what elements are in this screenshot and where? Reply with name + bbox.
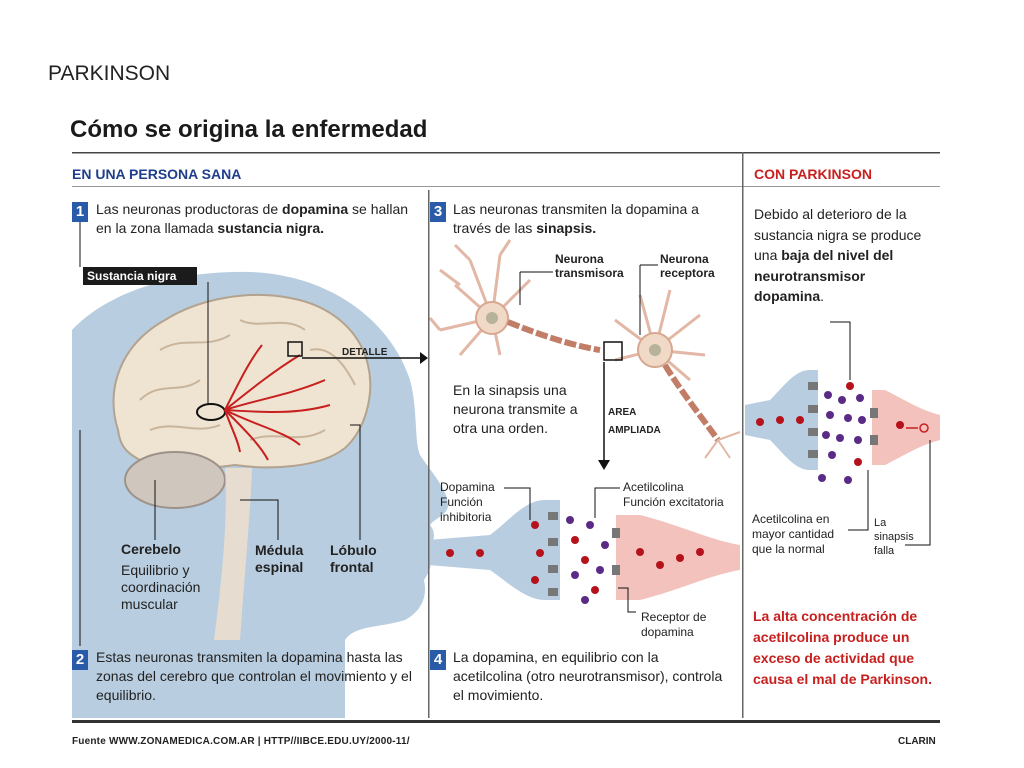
dopamine-pathways <box>224 344 331 461</box>
step-3-text: Las neuronas transmiten la dopamina a tr… <box>453 201 699 236</box>
step-4-text: La dopamina, en equilibrio con la acetil… <box>453 649 723 703</box>
slide-title: PARKINSON <box>48 62 171 85</box>
neuron-receiver <box>614 289 706 382</box>
sinapsis-note: En la sinapsis una neurona transmite a o… <box>453 382 578 436</box>
sustancia-nigra-label: Sustancia nigra <box>83 267 197 285</box>
credit-footer: CLARIN <box>898 736 936 747</box>
leader-lobulo <box>350 424 361 540</box>
synapse-square <box>603 341 623 361</box>
step-2-number: 2 <box>72 650 88 670</box>
detail-arrowhead <box>420 352 428 364</box>
cerebelo-description: Equilibrio y coordinación muscular <box>121 562 201 612</box>
cerebellum <box>124 451 226 509</box>
parkinson-dopamine-dots <box>756 382 904 466</box>
step-1-number: 1 <box>72 202 88 222</box>
detail-square <box>287 341 303 357</box>
cerebelo-label: Cerebelo <box>121 541 181 557</box>
step-3-number: 3 <box>430 202 446 222</box>
step-1-text: Las neuronas productoras de dopamina se … <box>96 201 409 236</box>
healthy-acetylcholine-dots <box>566 516 609 604</box>
source-footer: Fuente WWW.ZONAMEDICA.COM.AR | HTTP//IIB… <box>72 736 410 747</box>
parkinson-receptors <box>808 382 878 458</box>
section-parkinson-label: CON PARKINSON <box>754 166 872 182</box>
detalle-label: DETALLE <box>342 347 388 358</box>
healthy-presynaptic <box>428 500 560 600</box>
healthy-receptors <box>548 512 620 596</box>
section-healthy-label: EN UNA PERSONA SANA <box>72 166 242 182</box>
parkinson-conclusion: La alta concentración de acetilcolina pr… <box>753 608 932 687</box>
step-4-number: 4 <box>430 650 446 670</box>
spinal-cord <box>214 468 252 640</box>
axon-transmitter <box>506 319 601 353</box>
parkinson-acetylcholine-dots <box>818 391 866 484</box>
parkinson-explanation: Debido al deterioro de la sustancia nigr… <box>754 206 922 304</box>
healthy-dopamine-dots <box>446 521 704 594</box>
neuron-transmitter <box>428 239 532 356</box>
area-arrowhead <box>598 460 610 470</box>
axon-receiver <box>662 363 721 442</box>
figure-heading: Cómo se origina la enfermedad <box>70 116 428 143</box>
step-2-text: Estas neuronas transmiten la dopamina ha… <box>96 649 412 703</box>
leader-medula <box>240 499 279 540</box>
